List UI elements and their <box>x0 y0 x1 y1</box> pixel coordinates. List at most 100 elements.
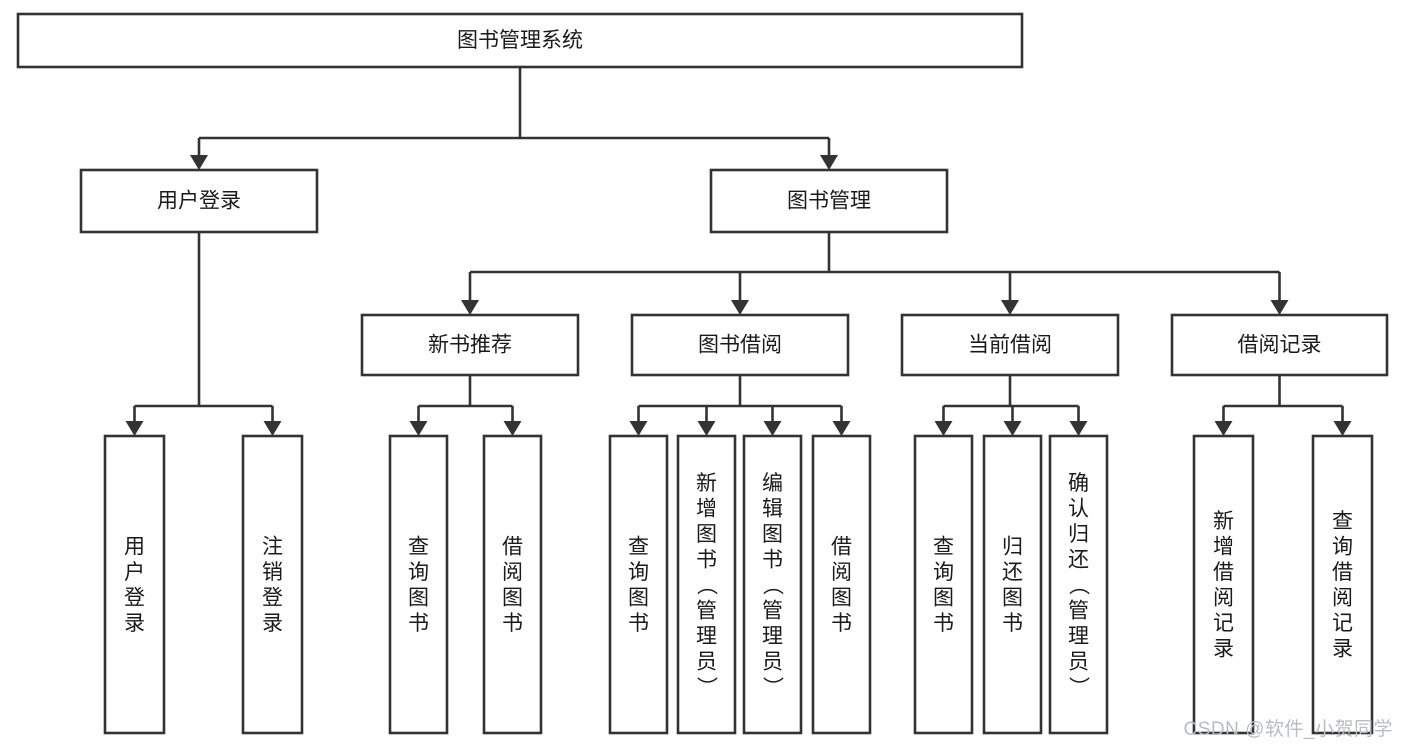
node-label-char: 图 <box>831 587 852 610</box>
arrow-head-icon <box>1003 421 1022 436</box>
node-label-char: 阅 <box>502 561 523 584</box>
node-label-char: ） <box>695 676 718 697</box>
node-box[interactable] <box>1192 434 1255 735</box>
node-label-char: 增 <box>1213 536 1234 559</box>
node-label: 新书推荐 <box>428 334 512 357</box>
node-box[interactable] <box>608 434 669 735</box>
node-box[interactable] <box>742 434 803 735</box>
node-box[interactable] <box>811 434 872 735</box>
node-label: 借阅记录 <box>1238 334 1322 357</box>
node-l2-book-manage[interactable]: 图书管理 <box>709 168 949 234</box>
arrow-head-icon <box>1270 300 1289 315</box>
node-l3-current-borrow[interactable]: 当前借阅 <box>900 313 1120 377</box>
node-box[interactable] <box>630 313 850 377</box>
arrow-head-icon <box>820 155 838 170</box>
node-box[interactable] <box>388 434 449 735</box>
node-label-char: 员 <box>1068 650 1089 673</box>
node-label-char: 图 <box>933 587 954 610</box>
node-leaf-leaf-user-login[interactable]: 用户登录 <box>103 434 166 735</box>
node-label-char: 查 <box>933 536 954 559</box>
node-label: 当前借阅 <box>968 334 1052 357</box>
node-l2-user-login[interactable]: 用户登录 <box>79 168 319 234</box>
node-label-char: 记 <box>1213 612 1234 635</box>
node-box[interactable] <box>1048 434 1109 735</box>
node-box[interactable] <box>16 12 1024 69</box>
node-label: 图书管理 <box>787 190 871 213</box>
node-label-char: 查 <box>408 536 429 559</box>
node-label-char: 还 <box>1068 548 1089 571</box>
node-box[interactable] <box>79 168 319 234</box>
node-label-char: 新 <box>696 472 717 495</box>
arrow-head-icon <box>409 421 428 436</box>
node-label-char: 询 <box>408 561 429 584</box>
node-l3-book-borrow[interactable]: 图书借阅 <box>630 313 850 377</box>
node-root-root[interactable]: 图书管理系统 <box>16 12 1024 69</box>
node-label: 用户登录 <box>157 190 241 213</box>
node-label-char: 借 <box>831 536 852 559</box>
node-box[interactable] <box>709 168 949 234</box>
node-box[interactable] <box>913 434 974 735</box>
arrow-head-icon <box>697 421 716 436</box>
node-label-char: （ <box>761 574 784 595</box>
node-label-char: 图 <box>762 523 783 546</box>
node-label: 图书借阅 <box>698 334 782 357</box>
node-box[interactable] <box>982 434 1043 735</box>
node-label-char: 阅 <box>1332 587 1353 610</box>
node-box[interactable] <box>482 434 543 735</box>
node-label-char: 图 <box>696 523 717 546</box>
arrow-head-icon <box>1333 421 1352 436</box>
node-box[interactable] <box>900 313 1120 377</box>
node-label-char: 员 <box>696 650 717 673</box>
node-box[interactable] <box>241 434 304 735</box>
node-label-char: 新 <box>1213 510 1234 533</box>
node-label-char: 书 <box>1002 612 1023 635</box>
node-label-char: 管 <box>762 599 783 622</box>
arrow-head-icon <box>763 421 782 436</box>
arrow-head-icon <box>629 421 648 436</box>
node-label-char: 辑 <box>762 497 783 520</box>
node-label-char: 管 <box>696 599 717 622</box>
node-label-char: 用 <box>124 536 145 559</box>
node-label-char: 查 <box>1332 510 1353 533</box>
node-box[interactable] <box>360 313 580 377</box>
node-label-char: 编 <box>762 472 783 495</box>
arrow-head-icon <box>731 300 749 315</box>
node-label-char: 书 <box>831 612 852 635</box>
arrow-head-icon <box>1214 421 1233 436</box>
node-label-char: 理 <box>1068 625 1089 648</box>
node-label-char: 记 <box>1332 612 1353 635</box>
watermark-text: CSDN @软件_小贺同学 <box>1183 719 1393 740</box>
arrow-head-icon <box>125 421 144 436</box>
node-l3-new-book-recommend[interactable]: 新书推荐 <box>360 313 580 377</box>
node-label-char: 图 <box>628 587 649 610</box>
node-box[interactable] <box>676 434 737 735</box>
node-label-char: 借 <box>1332 561 1353 584</box>
node-label-char: 书 <box>762 548 783 571</box>
node-label-char: 书 <box>933 612 954 635</box>
arrow-head-icon <box>503 421 522 436</box>
node-label-char: 书 <box>628 612 649 635</box>
node-l3-borrow-records[interactable]: 借阅记录 <box>1170 313 1389 377</box>
node-label-char: （ <box>695 574 718 595</box>
arrow-head-icon <box>1001 300 1019 315</box>
node-box[interactable] <box>103 434 166 735</box>
node-label-char: 录 <box>1213 638 1234 661</box>
node-box[interactable] <box>1170 313 1389 377</box>
node-label-char: （ <box>1067 574 1090 595</box>
node-layer: 图书管理系统用户登录图书管理新书推荐图书借阅当前借阅借阅记录用户登录注销登录查询… <box>16 12 1389 735</box>
node-box[interactable] <box>1311 434 1374 735</box>
